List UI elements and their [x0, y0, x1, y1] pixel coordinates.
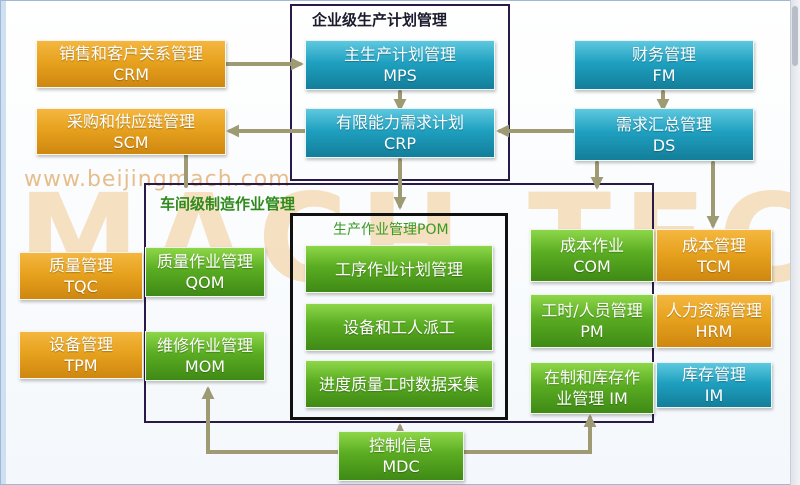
im-operation-title-2: 业管理 IM [556, 389, 628, 408]
scm-code: SCM [113, 132, 149, 152]
scm-title: 采购和供应链管理 [66, 111, 195, 131]
workshop-region-title: 车间级制造作业管理 [160, 195, 296, 213]
enterprise-planning-title: 企业级生产计划管理 [312, 11, 448, 29]
tcm-title: 成本管理 [681, 235, 746, 255]
mom-title: 维修作业管理 [156, 336, 253, 355]
data-collection-box: 进度质量工时数据采集 [305, 360, 493, 408]
left-decor-stripe [0, 0, 6, 485]
tpm-box: 设备管理 TPM [19, 331, 143, 379]
qom-code: QOM [185, 273, 225, 292]
tcm-box: 成本管理 TCM [656, 229, 772, 282]
fm-code: FM [652, 66, 676, 85]
pm-title: 工时/人员管理 [541, 301, 643, 320]
hrm-title: 人力资源管理 [665, 301, 762, 320]
tqc-title: 质量管理 [48, 256, 113, 275]
scm-box: 采购和供应链管理 SCM [36, 108, 226, 155]
mom-code: MOM [184, 357, 226, 376]
mdc-code: MDC [382, 457, 420, 476]
pom-region-title: 生产作业管理POM [333, 222, 449, 238]
pom-region [290, 213, 508, 420]
mps-title: 主生产计划管理 [343, 45, 456, 64]
im-operation-box: 在制和库存作 业管理 IM [530, 362, 654, 414]
qom-title: 质量作业管理 [156, 252, 253, 271]
dispatch-title: 设备和工人派工 [342, 317, 455, 337]
mps-code: MPS [383, 66, 417, 85]
crm-box: 销售和客户关系管理 CRM [36, 40, 226, 88]
ds-title: 需求汇总管理 [615, 114, 712, 134]
hrm-code: HRM [695, 322, 733, 341]
scrollbar-thumb[interactable] [792, 6, 798, 66]
im-code: IM [704, 386, 724, 405]
qom-box: 质量作业管理 QOM [145, 247, 265, 297]
com-code: COM [573, 256, 611, 276]
arrow-mdc-to-im [462, 414, 597, 454]
operation-plan-title: 工序作业计划管理 [334, 259, 463, 279]
im-operation-title: 在制和库存作 [543, 368, 640, 387]
tqc-code: TQC [64, 277, 98, 296]
tcm-code: TCM [697, 256, 731, 276]
vertical-scrollbar[interactable] [790, 0, 800, 485]
ds-code: DS [652, 135, 676, 155]
mps-box: 主生产计划管理 MPS [305, 40, 495, 90]
tpm-title: 设备管理 [48, 335, 113, 354]
tpm-code: TPM [64, 356, 98, 375]
dispatch-box: 设备和工人派工 [305, 303, 493, 351]
pm-box: 工时/人员管理 PM [530, 294, 654, 348]
im-title: 库存管理 [681, 365, 746, 384]
com-title: 成本作业 [559, 235, 624, 255]
crp-box: 有限能力需求计划 CRP [305, 108, 495, 158]
arrow-mdc-to-mom [201, 386, 340, 454]
watermark-url: www.beijingmach.com [24, 167, 291, 192]
crp-title: 有限能力需求计划 [335, 113, 464, 132]
fm-title: 财务管理 [631, 45, 696, 64]
crp-code: CRP [384, 134, 416, 153]
pm-code: PM [580, 322, 604, 341]
data-collection-title: 进度质量工时数据采集 [318, 374, 479, 394]
mom-box: 维修作业管理 MOM [145, 331, 265, 381]
mdc-box: 控制信息 MDC [338, 431, 464, 481]
ds-box: 需求汇总管理 DS [574, 108, 754, 161]
operation-plan-box: 工序作业计划管理 [305, 245, 493, 293]
mdc-title: 控制信息 [368, 436, 433, 455]
crm-code: CRM [112, 65, 150, 84]
hrm-box: 人力资源管理 HRM [656, 294, 772, 348]
com-box: 成本作业 COM [530, 229, 654, 282]
im-box: 库存管理 IM [656, 362, 772, 408]
crm-title: 销售和客户关系管理 [58, 44, 203, 63]
fm-box: 财务管理 FM [574, 40, 754, 90]
tqc-box: 质量管理 TQC [19, 252, 143, 300]
